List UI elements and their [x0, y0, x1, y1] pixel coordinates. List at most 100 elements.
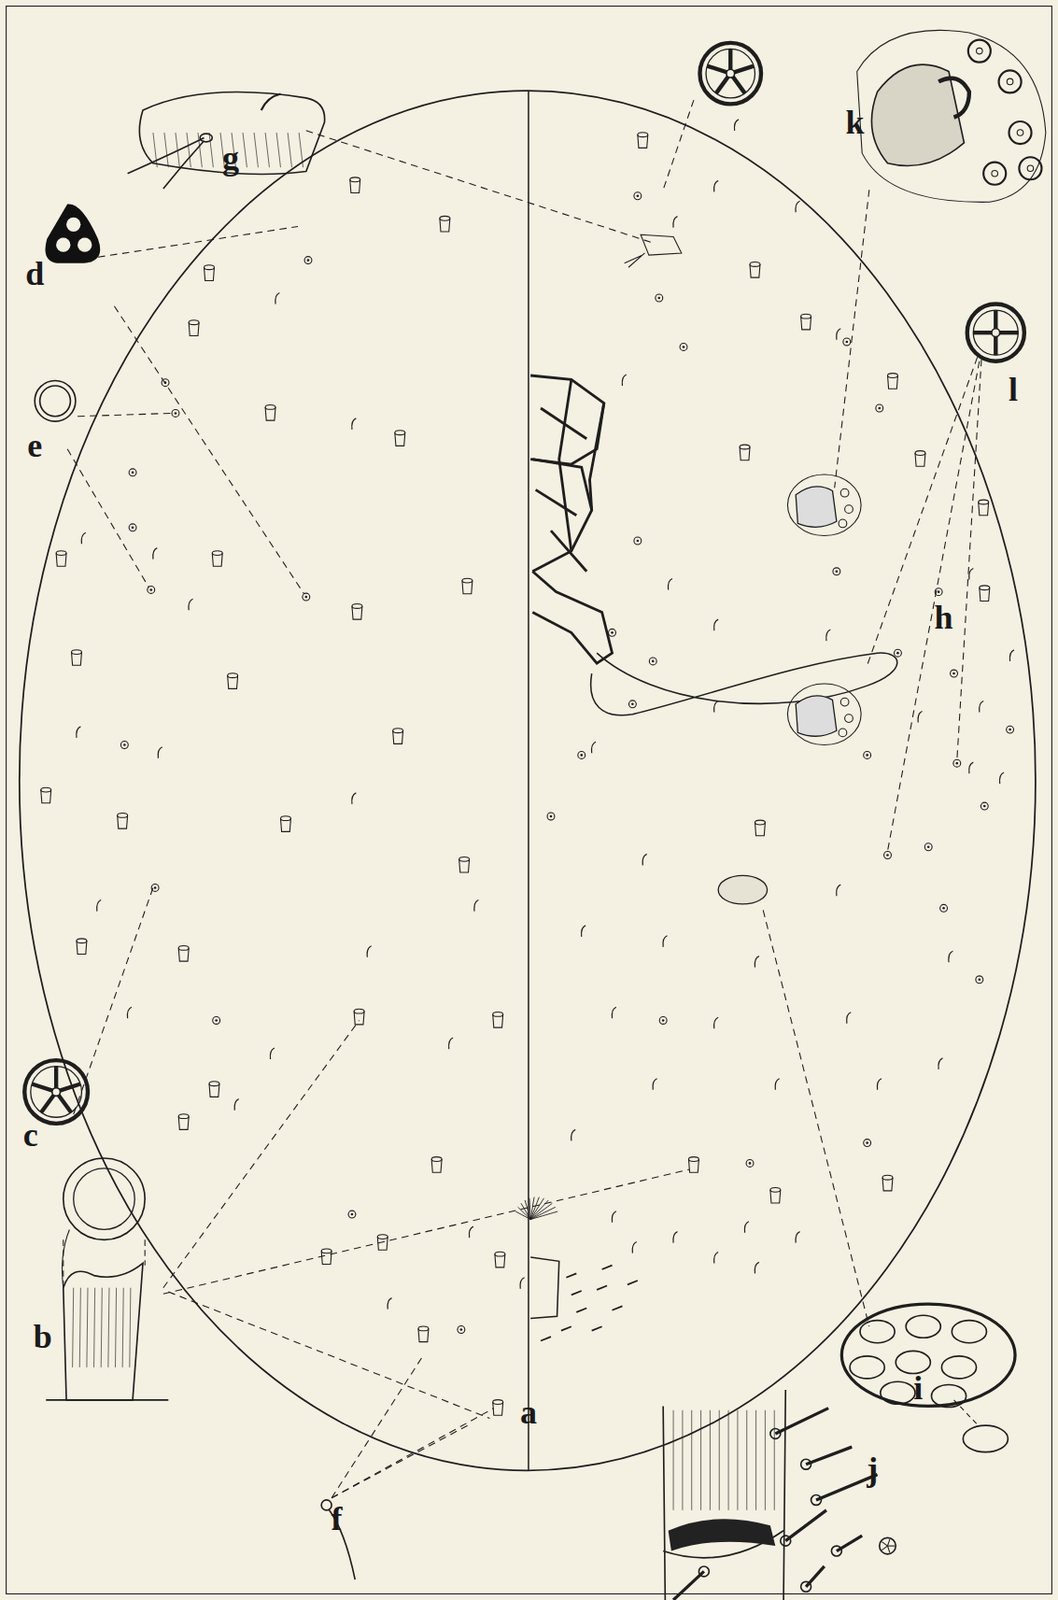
- pore-center: [174, 411, 178, 415]
- pore: [953, 759, 961, 767]
- seta: [805, 1565, 825, 1587]
- pore-center: [662, 1018, 665, 1022]
- seta: [592, 741, 597, 753]
- tubular-duct: [350, 177, 361, 194]
- pore: [975, 975, 984, 984]
- seta: [632, 1241, 637, 1254]
- seta: [1009, 649, 1015, 662]
- tubular-duct: [178, 1114, 189, 1130]
- inset-triangular-pore: [45, 203, 101, 263]
- seta: [836, 328, 842, 340]
- callout-letter: a: [520, 1395, 537, 1429]
- pore-rim: [634, 192, 642, 200]
- leader-line: [67, 449, 149, 589]
- spiracle-pore: [838, 728, 847, 737]
- hatch: [108, 1287, 110, 1368]
- pore-rim: [212, 1016, 221, 1025]
- hatch: [79, 1287, 81, 1368]
- duct-rim: [353, 1008, 365, 1014]
- pore: [457, 1326, 466, 1334]
- seta: [673, 216, 678, 228]
- leader-line: [168, 1291, 490, 1418]
- pore-rim: [863, 750, 872, 759]
- duct-rim: [71, 649, 83, 655]
- pore-center: [748, 1161, 752, 1165]
- hatch: [164, 132, 169, 168]
- duct-rim: [494, 1251, 506, 1256]
- seta: [948, 950, 954, 962]
- pore-center: [154, 886, 157, 889]
- hatch: [709, 1410, 711, 1510]
- seta: [126, 1006, 132, 1018]
- spiracle-body: [795, 695, 837, 736]
- tubular-duct: [493, 1012, 504, 1029]
- tubular-duct: [801, 313, 812, 330]
- tubular-duct: [227, 673, 239, 690]
- multilocular-pore: [962, 1424, 1008, 1452]
- pore-rim: [655, 294, 664, 302]
- pore-center: [214, 1018, 218, 1022]
- pore-rim: [608, 628, 617, 636]
- duct-rim: [204, 265, 215, 270]
- anal-seta: [565, 1272, 577, 1277]
- pore-rim: [161, 379, 170, 387]
- seta: [234, 1099, 240, 1111]
- tubular-duct: [204, 265, 215, 282]
- spiracle-area: [857, 29, 1046, 202]
- duct-rim: [321, 1248, 332, 1254]
- tubular-duct: [439, 215, 451, 232]
- duct-rim: [211, 550, 223, 556]
- anal-seta: [592, 1326, 603, 1330]
- pore-center: [131, 525, 135, 529]
- duct-rim: [41, 787, 52, 792]
- hatch: [94, 1287, 96, 1368]
- duct-rim: [209, 1081, 220, 1087]
- fringe-hair: [530, 1202, 552, 1219]
- leader-line: [954, 1399, 978, 1425]
- pore: [648, 657, 657, 665]
- pore-center: [631, 702, 635, 706]
- multilocular-pore: [895, 1350, 931, 1373]
- fringe-hair: [521, 1202, 531, 1219]
- pore: [147, 586, 156, 594]
- pore-rim: [302, 592, 311, 601]
- tubular-duct: [493, 1399, 504, 1416]
- seta: [449, 1037, 454, 1049]
- duct-rim: [76, 938, 87, 944]
- seta: [474, 900, 480, 912]
- pore: [893, 648, 902, 657]
- seta: [275, 293, 281, 305]
- seta: [387, 1297, 393, 1310]
- seta: [714, 1016, 720, 1029]
- hatch: [746, 1410, 748, 1510]
- pore-rim: [980, 802, 988, 810]
- duct-rim: [754, 819, 765, 825]
- pore-center: [877, 407, 881, 410]
- pore-center: [636, 539, 640, 543]
- pore-center: [149, 588, 153, 592]
- duct-rim: [749, 262, 761, 268]
- callout-letter: d: [25, 256, 44, 291]
- duct-rim: [439, 215, 451, 221]
- seta: [127, 137, 205, 173]
- pore: [302, 592, 311, 601]
- leader-line: [762, 909, 870, 1327]
- pore: [950, 669, 959, 678]
- seta: [714, 701, 720, 713]
- tubular-duct: [188, 320, 199, 337]
- cluster-outline: [841, 1303, 1016, 1406]
- anal-seta: [571, 1290, 582, 1295]
- hatch: [691, 1410, 692, 1510]
- pore-center: [657, 296, 661, 300]
- pore: [348, 1210, 356, 1218]
- pore-center: [865, 1141, 869, 1144]
- pore-spoke: [881, 1541, 888, 1546]
- duct-rim: [394, 430, 406, 436]
- spiracle-pore: [1018, 156, 1042, 180]
- anal-seta: [540, 1336, 551, 1341]
- spiracle-pore: [999, 70, 1022, 93]
- spiracle-pore: [1009, 121, 1032, 144]
- seta: [520, 1277, 525, 1289]
- seta: [153, 548, 158, 560]
